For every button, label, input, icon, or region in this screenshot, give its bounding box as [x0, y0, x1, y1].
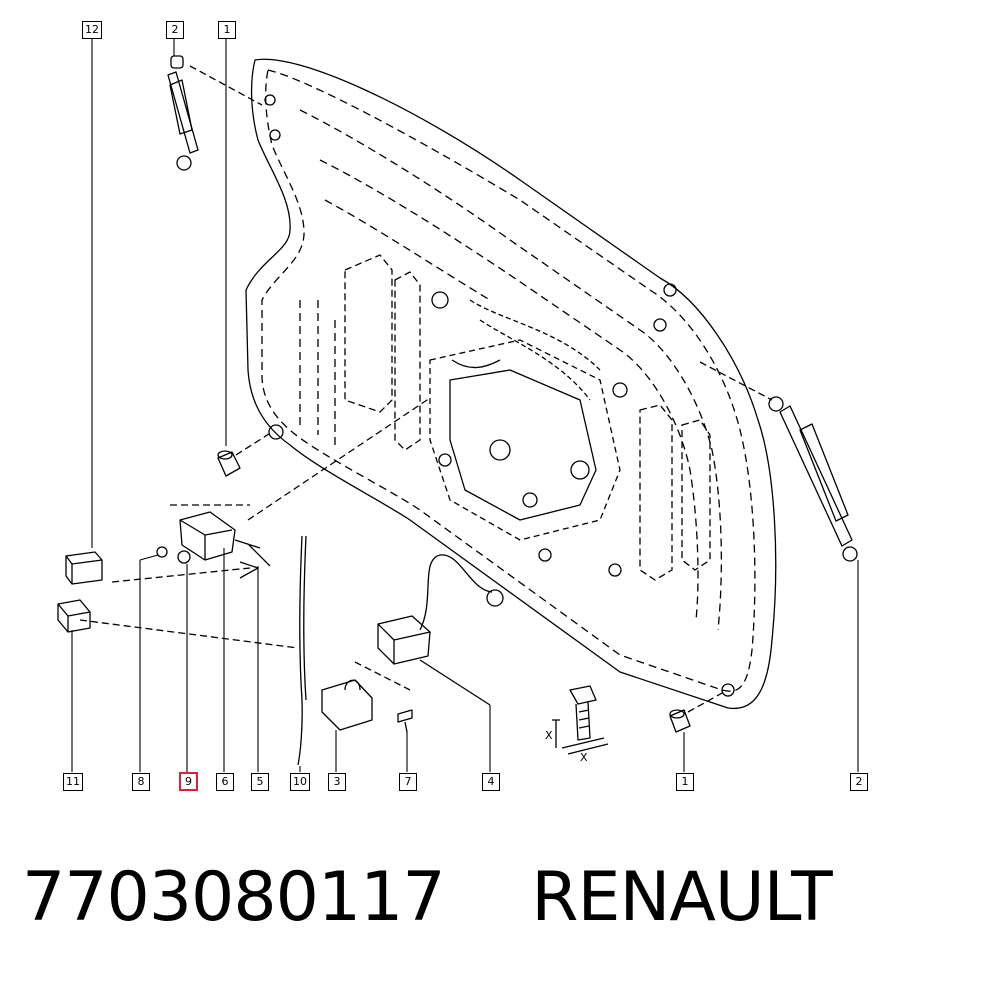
- callout-6: 6: [216, 773, 234, 791]
- gas-strut-right: [699, 361, 858, 562]
- callout-9-highlighted: 9: [179, 772, 198, 791]
- callout-7: 7: [399, 773, 417, 791]
- tailgate-lock: [377, 554, 504, 706]
- lock-actuator: [156, 397, 431, 567]
- pad-12: [65, 551, 103, 585]
- callout-1-top: 1: [218, 21, 236, 39]
- brand-name: RENAULT: [531, 858, 832, 937]
- bump-stop-bottom: [669, 691, 725, 733]
- callout-12: 12: [82, 21, 102, 39]
- dimension-label-x2: X: [580, 751, 588, 764]
- part-number: 7703080117: [22, 858, 446, 937]
- dimension-label-x1: X: [545, 729, 553, 742]
- leader-lines: [71, 38, 859, 772]
- callout-2-top: 2: [166, 21, 184, 39]
- part-caption: 7703080117 RENAULT: [22, 858, 833, 937]
- tailgate-panel: [245, 58, 777, 710]
- release-rod: [79, 535, 307, 766]
- callout-5: 5: [251, 773, 269, 791]
- screw: [397, 709, 413, 733]
- callout-2-bottom: 2: [850, 773, 868, 791]
- pad-11: [57, 599, 91, 633]
- callout-11: 11: [63, 773, 83, 791]
- callout-3: 3: [328, 773, 346, 791]
- callout-8: 8: [132, 773, 150, 791]
- callout-10: 10: [290, 773, 310, 791]
- callout-4: 4: [482, 773, 500, 791]
- bolt-detail: X X: [545, 685, 609, 764]
- tailgate-exploded-diagram: X X: [57, 38, 859, 772]
- gas-strut-top: [167, 55, 263, 171]
- callout-1-bottom: 1: [676, 773, 694, 791]
- bump-stop-top: [217, 431, 273, 477]
- striker-cover: [321, 661, 411, 731]
